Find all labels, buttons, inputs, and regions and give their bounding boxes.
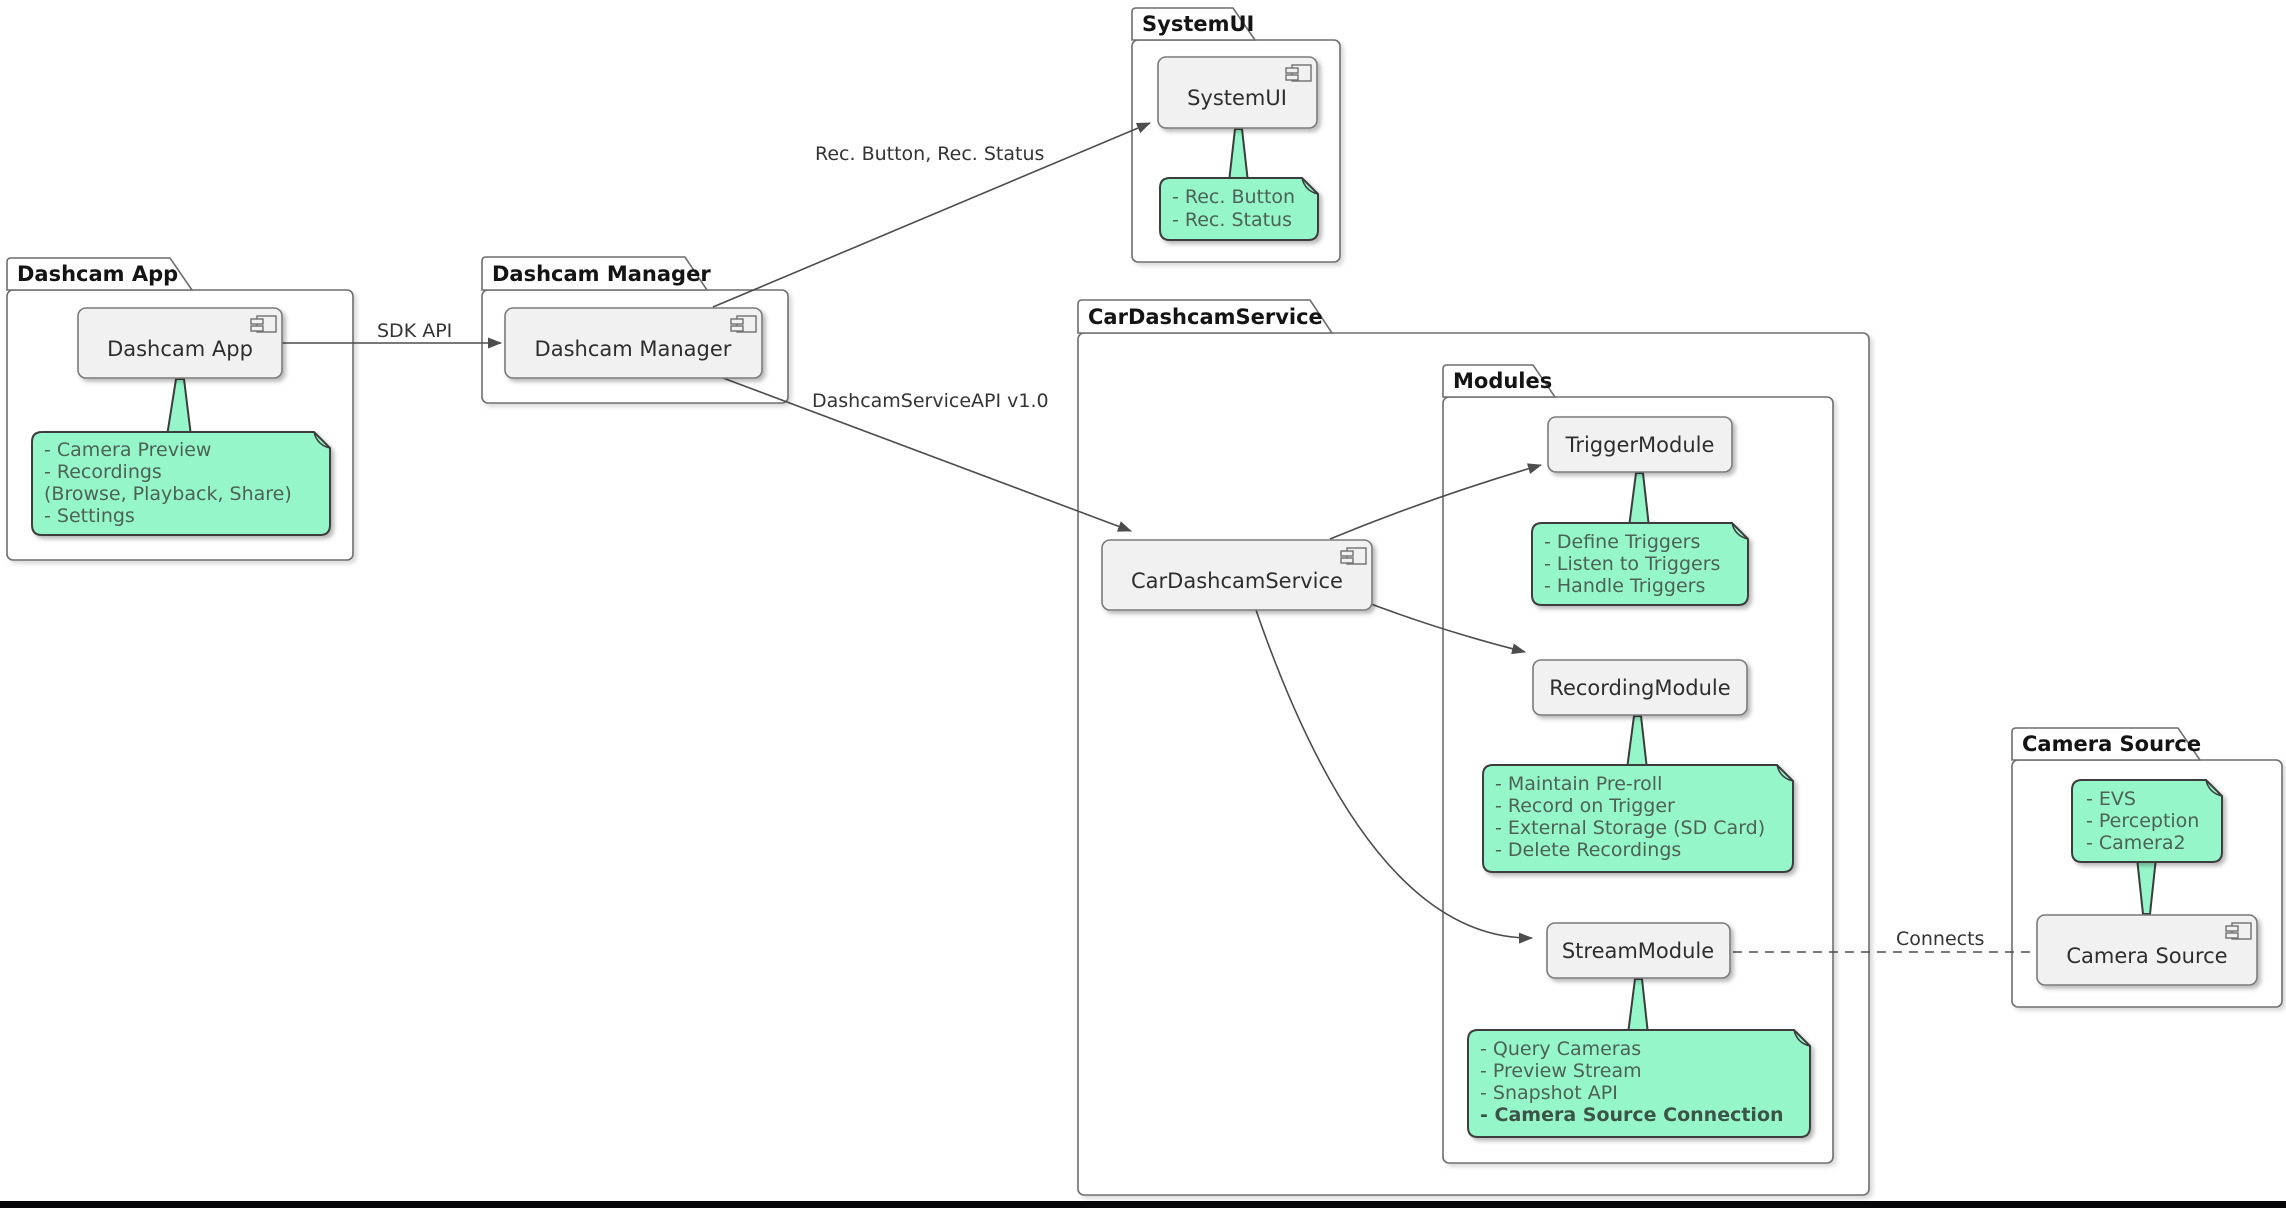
note-line: - Listen to Triggers <box>1544 553 1720 575</box>
note-line: - EVS <box>2086 788 2136 810</box>
note-line: - Settings <box>44 505 135 527</box>
component-icon <box>250 315 277 333</box>
component-dashcam-app: Dashcam App <box>77 307 283 379</box>
package-title-car-dashcam-service: CarDashcamService <box>1088 305 1323 329</box>
component-camera-source: Camera Source <box>2036 914 2258 986</box>
package-title-dashcam-manager: Dashcam Manager <box>492 262 711 286</box>
note-line: - Define Triggers <box>1544 531 1700 553</box>
note-line: - Rec. Button <box>1172 186 1295 208</box>
note-recording-module: - Maintain Pre-roll - Record on Trigger … <box>1482 764 1794 873</box>
component-recording-module: RecordingModule <box>1532 659 1748 716</box>
package-title-modules: Modules <box>1453 369 1552 393</box>
component-icon <box>1340 547 1367 565</box>
component-icon <box>2225 922 2252 940</box>
component-label-trigger-module: TriggerModule <box>1565 433 1715 457</box>
note-line: - Recordings <box>44 461 162 483</box>
note-line: - Handle Triggers <box>1544 575 1705 597</box>
component-label-recording-module: RecordingModule <box>1549 676 1730 700</box>
note-fold-icon <box>1776 764 1794 782</box>
note-line-bold: - Camera Source Connection <box>1480 1104 1784 1126</box>
note-stream-module: - Query Cameras - Preview Stream - Snaps… <box>1467 1029 1811 1138</box>
edge-service-to-stream-module <box>1255 609 1533 944</box>
note-camera-source: - EVS - Perception - Camera2 <box>2071 779 2223 863</box>
note-fold-icon <box>1793 1029 1811 1047</box>
edge-label-rec-button-status: Rec. Button, Rec. Status <box>815 143 1044 165</box>
component-label-car-dashcam-service: CarDashcamService <box>1131 569 1343 593</box>
note-line: - Rec. Status <box>1172 209 1292 231</box>
note-line: - Record on Trigger <box>1495 795 1675 817</box>
note-trigger-module: - Define Triggers - Listen to Triggers -… <box>1531 522 1749 606</box>
component-system-ui: SystemUI <box>1157 56 1318 129</box>
edge-service-to-trigger-module <box>1329 463 1542 540</box>
component-stream-module: StreamModule <box>1546 922 1731 979</box>
component-label-dashcam-app: Dashcam App <box>107 337 253 361</box>
component-label-camera-source: Camera Source <box>2066 944 2227 968</box>
note-line: - External Storage (SD Card) <box>1495 817 1765 839</box>
component-label-stream-module: StreamModule <box>1562 939 1714 963</box>
package-title-system-ui: SystemUI <box>1142 12 1254 36</box>
note-fold-icon <box>1301 177 1319 195</box>
package-title-dashcam-app: Dashcam App <box>17 262 178 286</box>
note-line: - Camera2 <box>2086 832 2186 854</box>
note-line: (Browse, Playback, Share) <box>44 483 292 505</box>
edge-label-sdk-api: SDK API <box>377 320 452 342</box>
component-trigger-module: TriggerModule <box>1547 416 1733 473</box>
note-line: - Camera Preview <box>44 439 211 461</box>
note-line: - Maintain Pre-roll <box>1495 773 1662 795</box>
note-system-ui: - Rec. Button - Rec. Status <box>1159 177 1319 241</box>
note-line: - Delete Recordings <box>1495 839 1681 861</box>
component-car-dashcam-service: CarDashcamService <box>1101 539 1373 611</box>
component-icon <box>730 315 757 333</box>
note-fold-icon <box>1731 522 1749 540</box>
edge-rec-button-status <box>712 122 1151 308</box>
edge-service-to-recording-module <box>1362 600 1526 655</box>
note-line: - Preview Stream <box>1480 1060 1642 1082</box>
note-line: - Perception <box>2086 810 2199 832</box>
edge-label-connects: Connects <box>1896 928 1984 950</box>
note-fold-icon <box>313 431 331 449</box>
component-dashcam-manager: Dashcam Manager <box>504 307 763 379</box>
edge-dashcam-service-api <box>722 377 1132 532</box>
edge-label-dashcam-service-api: DashcamServiceAPI v1.0 <box>812 390 1049 412</box>
component-icon <box>1285 64 1312 82</box>
component-label-system-ui: SystemUI <box>1187 86 1287 110</box>
note-fold-icon <box>2205 779 2223 797</box>
note-line: - Snapshot API <box>1480 1082 1618 1104</box>
bottom-edge-bar <box>0 1201 2286 1208</box>
note-line: - Query Cameras <box>1480 1038 1641 1060</box>
component-label-dashcam-manager: Dashcam Manager <box>535 337 732 361</box>
note-dashcam-app: - Camera Preview - Recordings (Browse, P… <box>31 431 331 536</box>
package-title-camera-source: Camera Source <box>2022 732 2201 756</box>
